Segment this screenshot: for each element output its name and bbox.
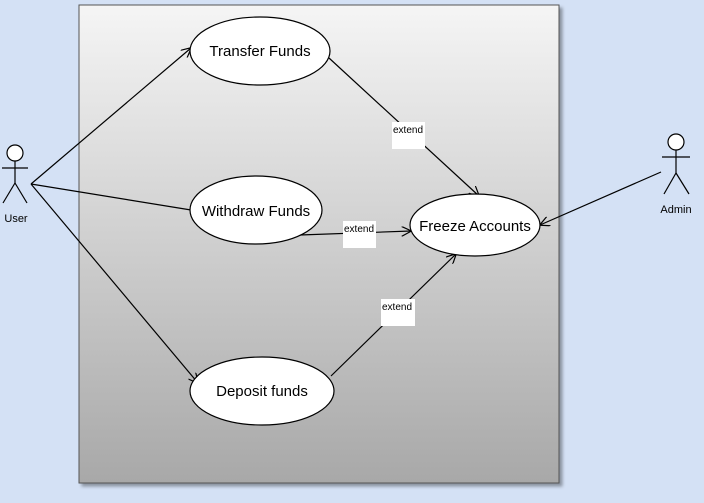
- extend-label-withdraw: extend: [343, 221, 376, 248]
- use-case-deposit-funds-label: Deposit funds: [216, 383, 308, 400]
- use-case-withdraw-funds-label: Withdraw Funds: [202, 203, 310, 220]
- use-case-deposit-funds[interactable]: Deposit funds: [189, 356, 335, 426]
- use-case-withdraw-funds[interactable]: Withdraw Funds: [189, 175, 323, 245]
- admin-to-freeze-line: [540, 171, 662, 225]
- extend-label-withdraw-text: extend: [344, 224, 374, 235]
- actor-user-head-icon: [6, 144, 24, 162]
- actor-admin[interactable]: [662, 133, 690, 195]
- use-case-freeze-accounts[interactable]: Freeze Accounts: [409, 193, 541, 257]
- actor-admin-label: Admin: [660, 204, 691, 216]
- actor-admin-head-icon: [667, 133, 685, 151]
- extend-label-deposit: extend: [381, 299, 415, 326]
- use-case-freeze-accounts-label: Freeze Accounts: [419, 218, 531, 235]
- actor-user-label: User: [4, 213, 28, 225]
- use-case-transfer-funds[interactable]: Transfer Funds: [189, 16, 331, 86]
- extend-label-transfer-text: extend: [393, 125, 423, 136]
- actor-user[interactable]: [2, 144, 28, 204]
- user-to-withdraw-line: [30, 183, 192, 211]
- user-to-transfer-line: [30, 48, 191, 185]
- user-to-deposit-line: [30, 183, 198, 383]
- use-case-transfer-funds-label: Transfer Funds: [209, 43, 310, 60]
- extend-label-transfer: extend: [392, 122, 425, 149]
- extend-label-deposit-text: extend: [382, 302, 412, 313]
